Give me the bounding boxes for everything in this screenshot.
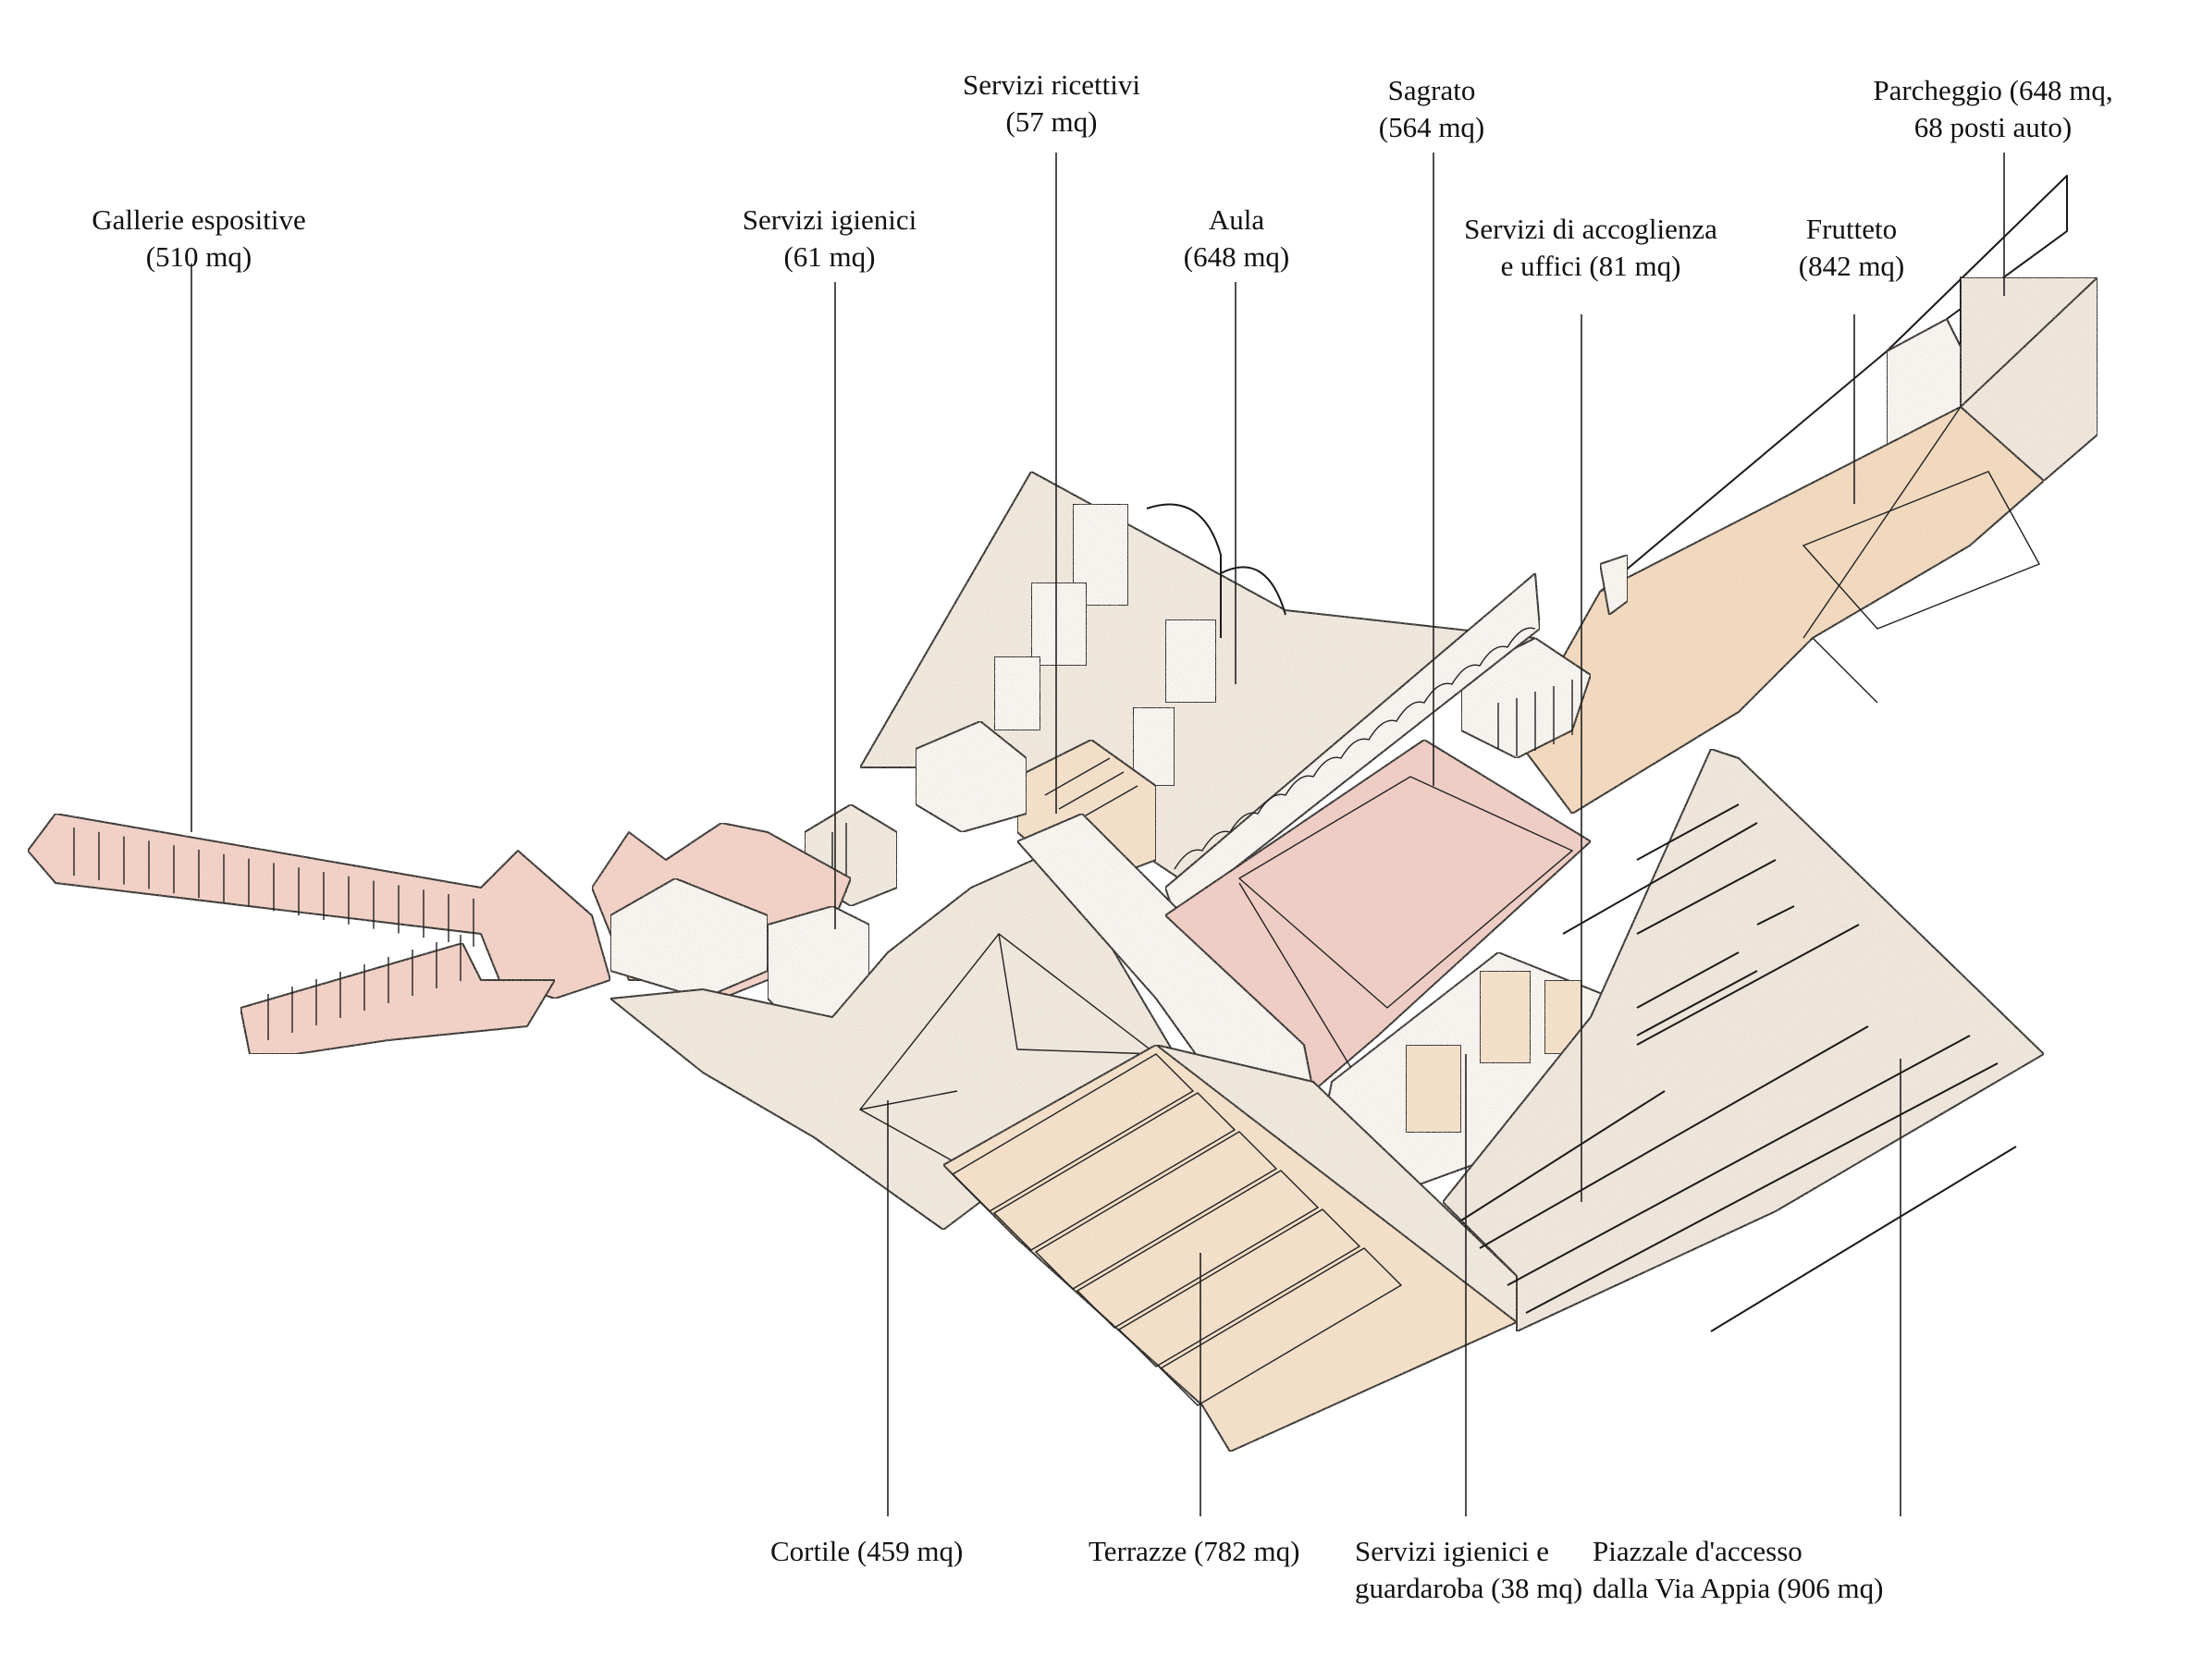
sagrato-area — [1164, 739, 1592, 1092]
label-area: e uffici (81 mq) — [1500, 250, 1681, 282]
parking-bar — [1636, 924, 1860, 1046]
parking-bar — [1507, 1035, 1971, 1286]
label-line: Servizi igienici — [742, 203, 917, 236]
terrace-step — [992, 1092, 1236, 1251]
parking-bar — [1636, 803, 1740, 861]
label-parcheggio: Parcheggio (648 mq, 68 posti auto) — [1873, 72, 2112, 146]
label-line: Sagrato — [1387, 74, 1476, 106]
leader-lines — [191, 153, 2005, 1516]
parking-bar — [1636, 951, 1740, 1009]
label-line: Servizi igienici e — [1355, 1535, 1550, 1567]
label-area: (57 mq) — [1005, 105, 1098, 138]
label-area: guardaroba (38 mq) — [1355, 1572, 1583, 1604]
label-area: (564 mq) — [1378, 111, 1485, 143]
parking-bar — [1460, 1090, 1666, 1221]
parking-bar — [1756, 905, 1795, 926]
label-area: (510 mq) — [145, 240, 252, 273]
frutteto-area — [1516, 406, 2045, 815]
gallerie-espositive — [27, 813, 870, 1055]
guardaroba-block — [1322, 951, 1638, 1194]
label-cortile: Cortile (459 mq) — [770, 1533, 963, 1570]
terrazze-area — [942, 1044, 1518, 1453]
parking-bar — [1562, 822, 1758, 935]
label-line: Piazzale d'accesso — [1593, 1535, 1802, 1567]
label-line: Cortile (459 mq) — [770, 1535, 964, 1567]
label-line: Servizi di accoglienza — [1464, 213, 1717, 245]
label-servizi-ricettivi: Servizi ricettivi (57 mq) — [963, 67, 1140, 141]
label-piazzale: Piazzale d'accesso dalla Via Appia (906 … — [1593, 1533, 1883, 1607]
label-area: (61 mq) — [783, 240, 876, 273]
label-aula: Aula (648 mq) — [1184, 202, 1290, 276]
label-terrazze: Terrazze (782 mq) — [1089, 1533, 1299, 1570]
label-servizi-igienici: Servizi igienici (61 mq) — [743, 202, 917, 276]
label-line: Frutteto — [1805, 213, 1898, 245]
parking-bar — [1525, 1062, 1999, 1314]
label-area: 68 posti auto) — [1913, 111, 2073, 143]
label-gallerie-espositive: Gallerie espositive (510 mq) — [92, 202, 306, 276]
terrace-step — [1159, 1247, 1403, 1406]
terrace-step — [1076, 1170, 1320, 1329]
label-line: Terrazze (782 mq) — [1089, 1535, 1300, 1567]
terrace-step — [1117, 1208, 1361, 1367]
terrace-step — [951, 1053, 1195, 1212]
label-line: Parcheggio (648 mq, — [1873, 74, 2113, 106]
label-line: Gallerie espositive — [92, 203, 306, 236]
label-line: Aula — [1208, 203, 1265, 236]
label-servizi-guardaroba: Servizi igienici e guardaroba (38 mq) — [1355, 1533, 1582, 1607]
parking-bar — [1636, 970, 1758, 1036]
label-area: (842 mq) — [1798, 250, 1905, 282]
terrace-step — [1034, 1131, 1278, 1290]
accoglienza-building — [1460, 554, 1629, 759]
label-frutteto: Frutteto (842 mq) — [1799, 211, 1905, 285]
parking-bar — [1710, 1146, 2017, 1332]
piazzale-area — [1442, 748, 2045, 1332]
label-area: (648 mq) — [1183, 240, 1290, 273]
parking-bar — [1479, 1025, 1869, 1249]
label-line: Servizi ricettivi — [963, 68, 1140, 101]
parking-bar — [1636, 859, 1777, 935]
label-accoglienza: Servizi di accoglienza e uffici (81 mq) — [1464, 211, 1717, 285]
label-area: dalla Via Appia (906 mq) — [1593, 1572, 1884, 1604]
label-sagrato: Sagrato (564 mq) — [1379, 72, 1485, 146]
